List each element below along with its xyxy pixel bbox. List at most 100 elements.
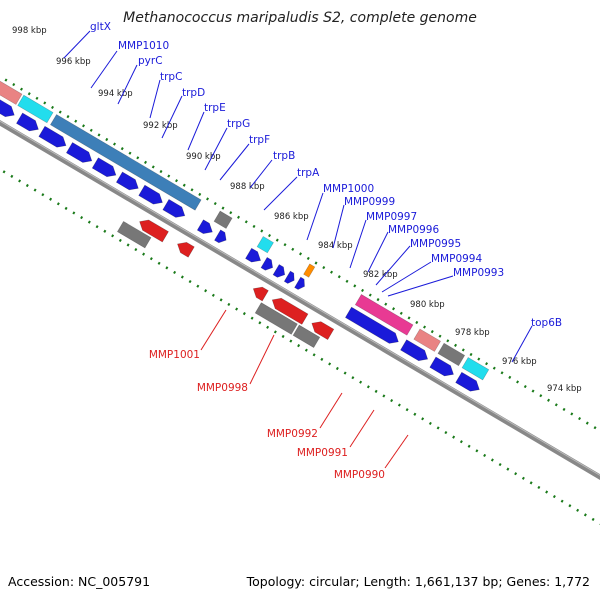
orange-feature-7 xyxy=(303,263,316,278)
leader-trpB xyxy=(249,159,273,189)
forward-gene-arrow-MMP0996 xyxy=(260,256,274,271)
forward-gene-arrow-trpC xyxy=(16,112,39,132)
leader-trpA xyxy=(263,176,298,211)
forward-gene-arrow-top6B-c xyxy=(429,356,454,377)
leader-MMP0994 xyxy=(381,261,432,293)
gene-label-MMP0994: MMP0994 xyxy=(431,253,482,265)
tick-label-998: 998 kbp xyxy=(12,26,47,36)
leader-gltX xyxy=(63,30,91,59)
tick-label-996: 996 kbp xyxy=(56,57,91,67)
forward-gene-arrow-trpD xyxy=(38,125,67,148)
reverse-gray-feature-1 xyxy=(254,302,298,335)
gene-label-gltX: gltX xyxy=(90,21,111,33)
pink-feature-8 xyxy=(354,294,414,336)
forward-gene-label-texts: gltX MMP1010 pyrC trpC trpD trpE trpG tr… xyxy=(90,21,562,329)
leader-MMP1001 xyxy=(200,309,227,351)
forward-gene-arrow-trpA xyxy=(162,199,186,218)
leader-MMP0993 xyxy=(387,275,454,297)
leader-MMP0996 xyxy=(367,231,389,273)
leader-MMP0992 xyxy=(319,392,343,429)
gene-label-MMP0993: MMP0993 xyxy=(453,267,504,279)
forward-gene-arrow-trpG xyxy=(91,157,117,178)
gene-label-MMP1000: MMP1000 xyxy=(323,183,374,195)
tick-label-990: 990 kbp xyxy=(186,152,221,162)
forward-gene-arrow-MMP0994 xyxy=(283,270,295,284)
genome-backbone-highlight xyxy=(0,84,600,513)
gene-label-MMP0999: MMP0999 xyxy=(344,196,395,208)
map-title: Methanococcus maripaludis S2, complete g… xyxy=(123,10,477,26)
leader-trpD xyxy=(161,95,183,139)
tick-label-980: 980 kbp xyxy=(410,300,445,310)
reverse-gray-feature-0 xyxy=(116,220,152,249)
cyan-feature-3 xyxy=(17,94,54,124)
tick-label-986: 986 kbp xyxy=(274,212,309,222)
topology-label: Topology: circular; Length: 1,661,137 bp… xyxy=(246,574,590,589)
gene-label-MMP0992: MMP0992 xyxy=(267,428,318,440)
forward-gene-arrow-MMP1000 xyxy=(196,219,213,234)
forward-strand-features xyxy=(0,80,490,392)
tick-label-984: 984 kbp xyxy=(318,241,353,251)
gray-feature-10 xyxy=(437,342,466,367)
reverse-gene-label-texts: MMP1001 MMP0998 MMP0992 MMP0991 MMP0990 xyxy=(149,349,385,481)
leader-MMP0991 xyxy=(349,409,375,448)
leader-trpC xyxy=(149,79,161,119)
reverse-gene-arrow-MMP0998 xyxy=(177,242,195,258)
leader-MMP0990 xyxy=(384,434,409,469)
gene-label-trpE: trpE xyxy=(204,102,226,114)
accession-label: Accession: NC_005791 xyxy=(8,574,150,589)
gray-feature-5 xyxy=(213,210,233,229)
gene-label-trpF: trpF xyxy=(249,134,270,146)
reverse-gene-arrow-MMP1001 xyxy=(139,219,169,243)
tick-label-982: 982 kbp xyxy=(363,270,398,280)
forward-gene-arrow-top6B-b xyxy=(400,339,429,362)
tick-label-976: 976 kbp xyxy=(502,357,537,367)
leader-MMP1010 xyxy=(90,50,118,89)
gene-label-trpB: trpB xyxy=(273,150,295,162)
forward-gene-arrow-MMP0995 xyxy=(272,264,286,278)
reverse-strand-features xyxy=(116,219,335,348)
genome-backbone xyxy=(0,84,600,516)
cyan-feature-6 xyxy=(256,236,274,254)
leader-MMP0999 xyxy=(332,204,345,249)
gene-label-MMP0990: MMP0990 xyxy=(334,469,385,481)
forward-gene-arrow-pyrC xyxy=(0,98,15,118)
leader-trpE xyxy=(187,111,205,151)
salmon-feature-2 xyxy=(0,80,23,105)
gene-label-MMP0995: MMP0995 xyxy=(410,238,461,250)
forward-gene-labels xyxy=(63,30,533,363)
gene-label-MMP0991: MMP0991 xyxy=(297,447,348,459)
outer-tick-strip xyxy=(0,50,600,481)
tick-label-988: 988 kbp xyxy=(230,182,265,192)
gene-label-pyrC: pyrC xyxy=(138,55,163,67)
steelblue-feature-4 xyxy=(49,114,202,211)
leader-trpG xyxy=(204,127,228,171)
gene-label-MMP0996: MMP0996 xyxy=(388,224,439,236)
gene-label-MMP1001: MMP1001 xyxy=(149,349,200,361)
gene-label-MMP1010: MMP1010 xyxy=(118,40,169,52)
forward-gene-arrow-top6B xyxy=(344,306,399,344)
forward-gene-arrow-MMP0997 xyxy=(245,247,262,263)
gene-label-trpG: trpG xyxy=(227,118,250,130)
gene-label-MMP0998: MMP0998 xyxy=(197,382,248,394)
gene-label-trpD: trpD xyxy=(182,87,205,99)
leader-MMP0997 xyxy=(349,219,367,269)
leader-MMP0995 xyxy=(375,245,411,286)
reverse-gene-arrow-MMP0992 xyxy=(252,286,269,302)
leader-top6B xyxy=(511,325,533,363)
gene-label-trpA: trpA xyxy=(297,167,320,179)
salmon-feature-9 xyxy=(413,328,441,352)
forward-gene-arrow-MMP0993 xyxy=(294,276,305,290)
forward-gene-arrow-trpF xyxy=(115,171,139,191)
gene-label-top6B: top6B xyxy=(531,317,562,329)
kbp-tick-labels: 998 kbp 996 kbp 994 kbp 992 kbp 990 kbp … xyxy=(12,26,582,394)
forward-gene-arrow-trpE xyxy=(65,142,93,163)
reverse-gene-arrow-MMP0991 xyxy=(271,297,309,325)
forward-gene-arrow-MMP0999 xyxy=(214,229,227,244)
tick-label-974: 974 kbp xyxy=(547,384,582,394)
cyan-feature-11 xyxy=(461,357,490,381)
genome-track xyxy=(0,50,600,550)
reverse-gene-labels xyxy=(200,309,409,469)
tick-label-992: 992 kbp xyxy=(143,121,178,131)
leader-MMP0998 xyxy=(249,334,275,385)
